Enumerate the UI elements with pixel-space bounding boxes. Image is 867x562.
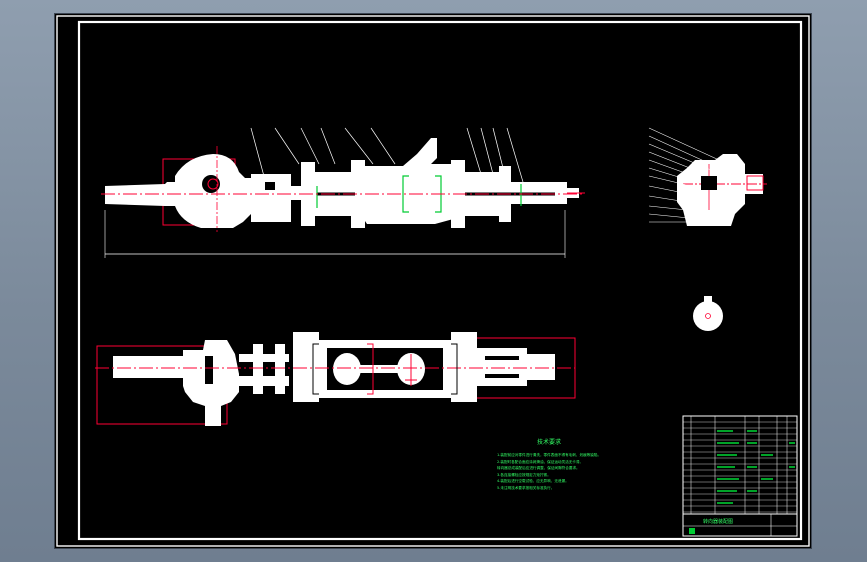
- note-line-4: 3.各连接螺栓应按规定力矩拧紧。: [497, 472, 551, 477]
- title-block-logo-cell: [689, 528, 695, 534]
- detail-view[interactable]: [693, 296, 723, 331]
- top-right-slot-2: [485, 374, 519, 378]
- drawing-frame: [77, 20, 803, 541]
- top-right-slot-1: [485, 356, 519, 360]
- top-red-brackets: [367, 343, 374, 395]
- gear-housing: [175, 154, 267, 228]
- top-input-shaft: [113, 356, 203, 378]
- note-line-1: 1.装配前应对零件进行清洗，零件表面不得有毛刺、划痕等缺陷。: [497, 452, 601, 457]
- cad-viewport[interactable]: 技术要求 1.装配前应对零件进行清洗，零件表面不得有毛刺、划痕等缺陷。 2.装配…: [55, 14, 811, 548]
- side-bore: [701, 176, 717, 190]
- top-link-block-1: [253, 344, 263, 394]
- note-line-6: 5.未注明技术要求按相关标准执行。: [497, 485, 554, 490]
- front-leaders: [250, 127, 524, 183]
- parts-list-green-cells: [717, 430, 795, 504]
- title-block[interactable]: 转向器装配图: [682, 415, 798, 537]
- input-shaft: [105, 182, 180, 206]
- connector-notch: [265, 182, 275, 190]
- title-block-name: 转向器装配图: [703, 518, 733, 525]
- cad-drawing[interactable]: 技术要求 1.装配前应对零件进行清洗，零件表面不得有毛刺、划痕等缺陷。 2.装配…: [55, 14, 811, 548]
- top-center-bar: [355, 365, 403, 373]
- top-flange-r: [451, 332, 477, 402]
- parts-list-cols: [690, 416, 788, 514]
- top-view[interactable]: [95, 332, 576, 426]
- top-right-end: [525, 354, 555, 380]
- side-view[interactable]: [648, 127, 767, 226]
- top-gearbox-slot: [205, 356, 213, 384]
- top-link-block-2: [275, 344, 285, 394]
- center-body: [363, 138, 457, 224]
- parts-list-rows: [683, 421, 797, 513]
- note-line-2: 2.装配时各配合面应涂润滑油，保证运动灵活无卡滞。: [497, 459, 583, 464]
- link-rod-left: [287, 186, 303, 200]
- detail-center: [705, 313, 711, 319]
- side-red-box: [746, 175, 764, 191]
- notes-title: 技术要求: [537, 438, 561, 446]
- technical-notes: 技术要求 1.装配前应对零件进行清洗，零件表面不得有毛刺、划痕等缺陷。 2.装配…: [497, 438, 601, 490]
- housing-bore-mark: [207, 178, 219, 190]
- top-link-1: [239, 354, 289, 362]
- note-line-5: 4.装配后进行空载试验，应无异响、无泄漏。: [497, 478, 569, 483]
- note-line-3: 转向器总成装配后应进行调整，保证间隙符合要求。: [497, 465, 580, 470]
- connector-block: [251, 174, 291, 222]
- front-view[interactable]: [101, 127, 585, 258]
- side-leaders: [648, 127, 720, 223]
- sheet-outer-border: [56, 15, 810, 547]
- detail-disc: [693, 301, 723, 331]
- detail-tab: [704, 296, 712, 302]
- top-link-2: [239, 376, 289, 386]
- left-flange-2: [351, 160, 365, 228]
- housing-lower-boss: [195, 214, 233, 226]
- top-lever-left: [333, 353, 361, 385]
- top-right-body: [475, 348, 527, 386]
- top-dim-brackets: [312, 343, 458, 395]
